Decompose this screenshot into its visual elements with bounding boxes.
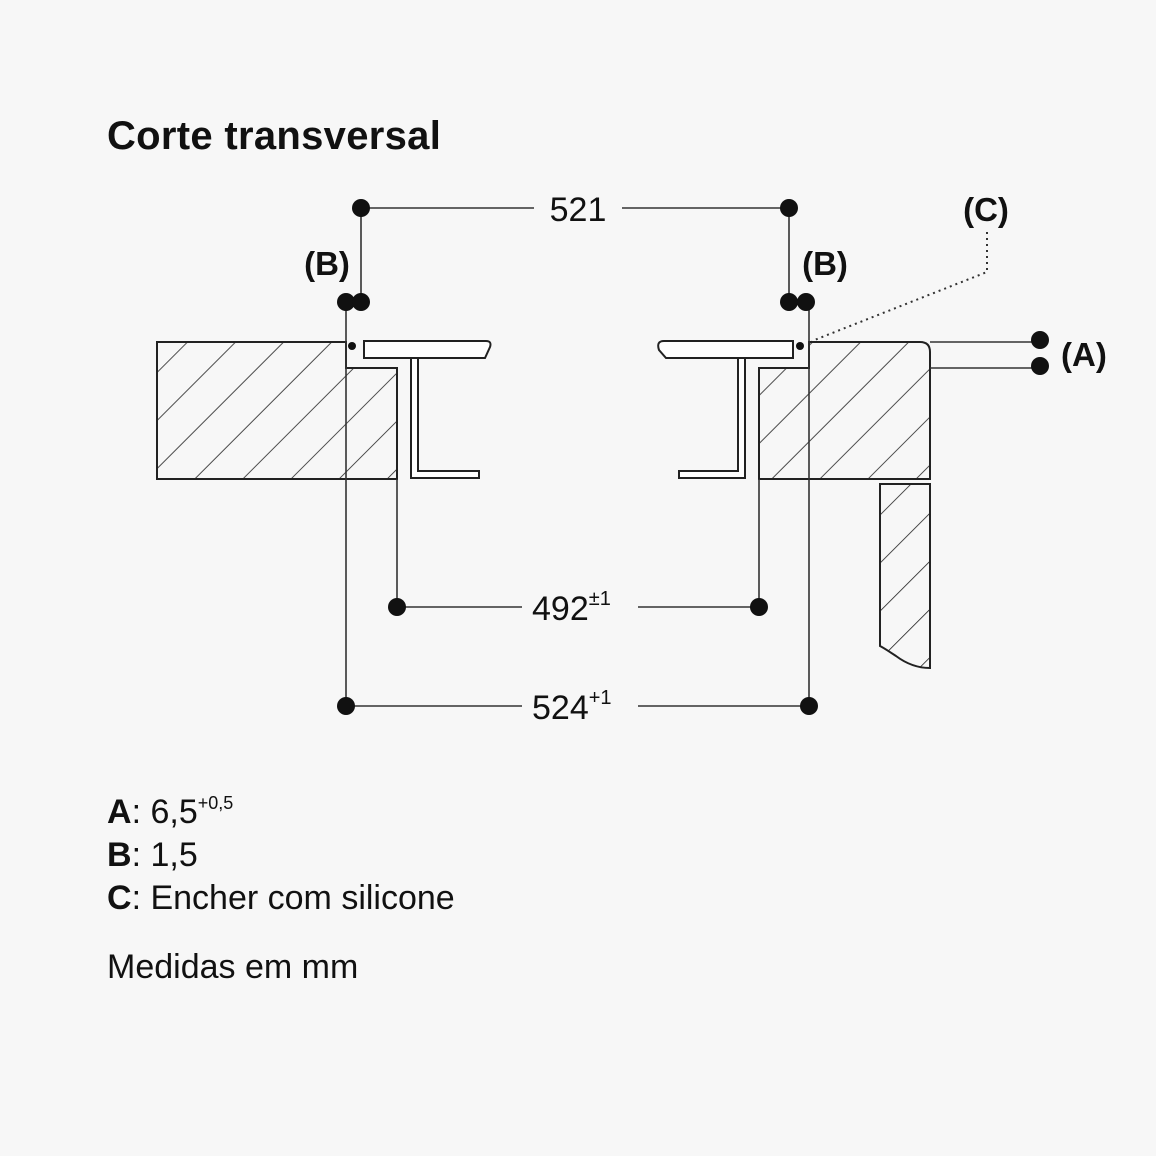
dimension-lines [346, 207, 809, 707]
legend-separator: : [131, 793, 142, 831]
legend-key: A [107, 793, 132, 831]
dim-top-width: 521 [550, 191, 607, 229]
dim-inner-width: 492±1 [532, 588, 611, 628]
callout-b-left: (B) [304, 245, 350, 282]
legend-value: 6,5 [150, 793, 198, 831]
page-title: Corte transversal [107, 114, 442, 158]
legend-tolerance: +0,5 [197, 793, 234, 813]
left-appliance-frame [363, 340, 492, 359]
legend-separator: : [131, 836, 142, 874]
callout-a: (A) [1061, 336, 1107, 373]
legend-value: Encher com silicone [150, 879, 455, 917]
dimension-dots [337, 199, 1049, 715]
dim-outer-tolerance: +1 [589, 687, 612, 709]
dim-outer-width: 524+1 [532, 687, 612, 727]
left-appliance-bracket [410, 357, 480, 479]
legend-row-b: B: 1,5 [107, 834, 455, 877]
right-appliance-frame [657, 340, 794, 359]
legend-key: C [107, 879, 132, 917]
legend-value: 1,5 [150, 836, 198, 874]
dim-inner-tolerance: ±1 [589, 588, 611, 610]
silicone-leader [811, 232, 988, 342]
legend-row-a: A: 6,5+0,5 [107, 782, 455, 834]
left-worktop [156, 341, 398, 480]
dim-inner-value: 492 [532, 590, 589, 628]
units-note: Medidas em mm [107, 948, 359, 986]
right-appliance-bracket [678, 357, 746, 479]
extension-lines [345, 208, 1040, 706]
callout-c: (C) [963, 191, 1009, 228]
legend: A: 6,5+0,5 B: 1,5 C: Encher com silicone [107, 782, 455, 920]
dim-outer-value: 524 [532, 689, 589, 727]
legend-row-c: C: Encher com silicone [107, 877, 455, 920]
callout-b-right: (B) [802, 245, 848, 282]
legend-key: B [107, 836, 132, 874]
right-worktop [758, 341, 931, 480]
legend-separator: : [131, 879, 142, 917]
cabinet-side-panel [879, 483, 931, 670]
